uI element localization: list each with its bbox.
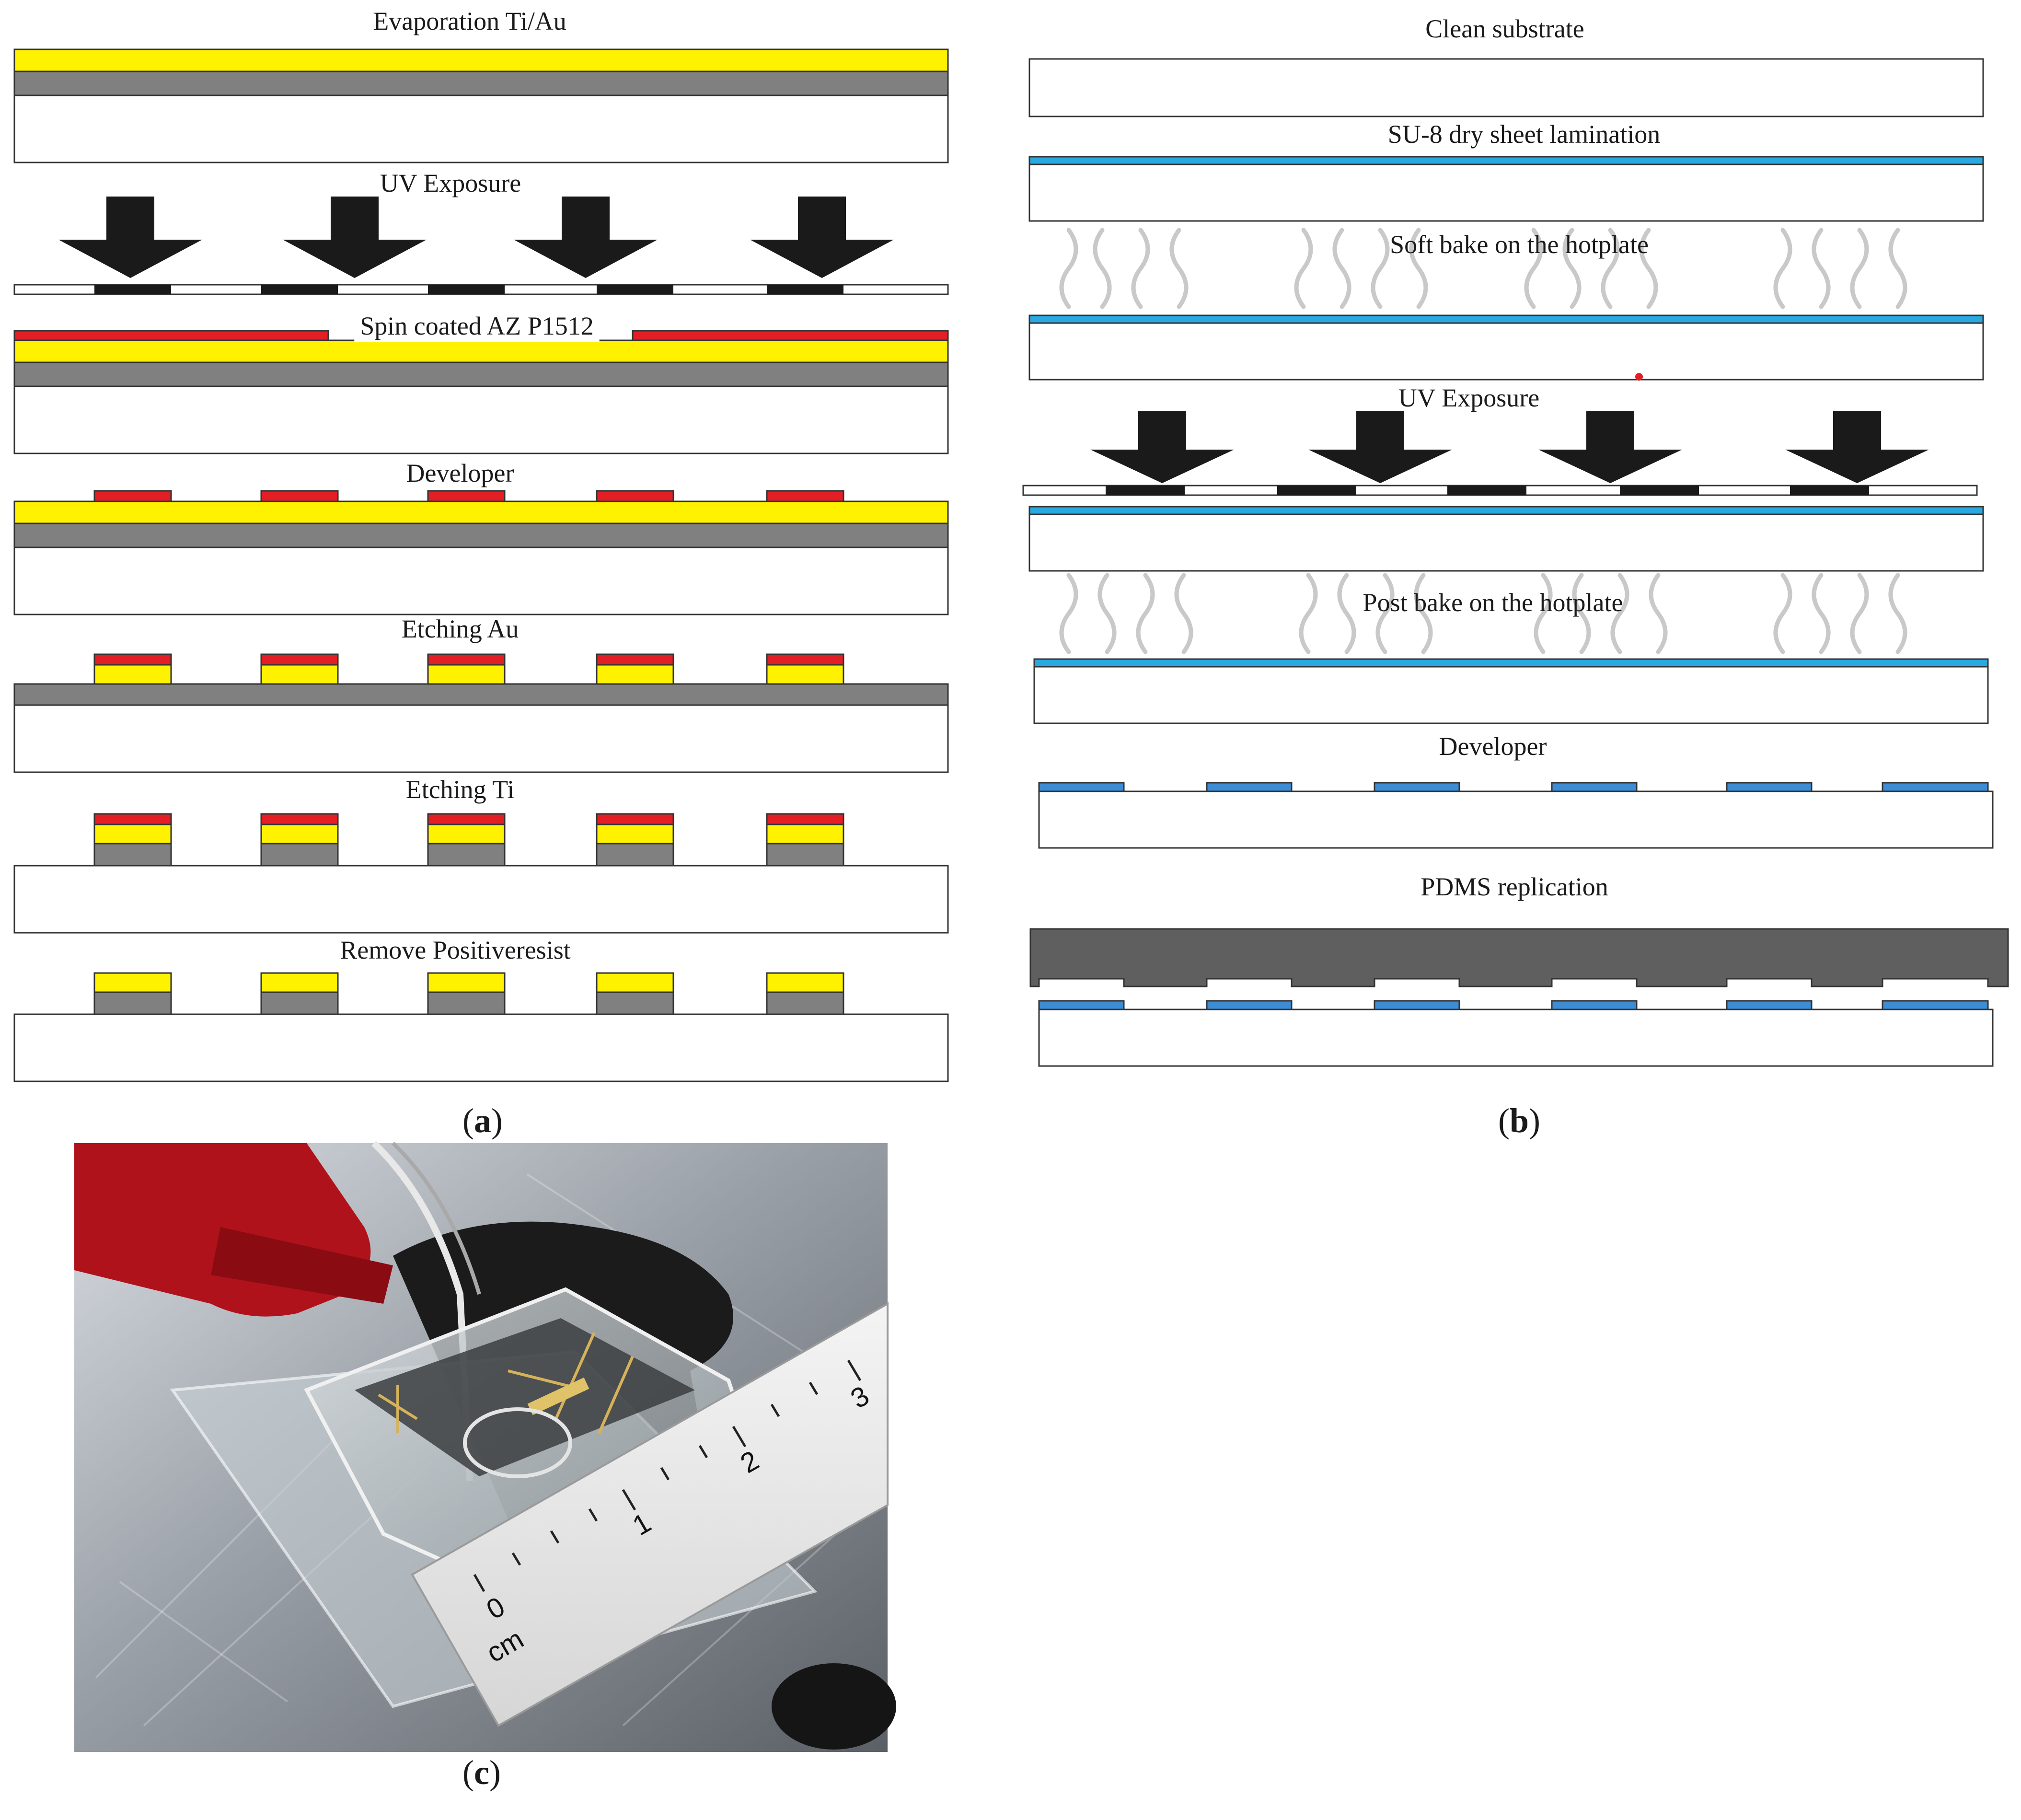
- panel-a-step-7-title: Remove Positiveresist: [340, 936, 570, 964]
- patterned-photoresist: [93, 490, 844, 502]
- mask-opaque-regions: [94, 285, 843, 294]
- panel-b-step-6: Developer: [1038, 732, 1994, 849]
- panel-b-step-4: UV Exposure: [1022, 383, 1984, 572]
- gold-pad: [527, 1377, 589, 1415]
- panel-b: Clean substrate SU-8 dry sheet laminatio…: [1022, 14, 2009, 1140]
- etched-electrode-stacks: [93, 813, 844, 867]
- substrate: [13, 385, 949, 454]
- substrate: [1038, 790, 1994, 849]
- substrate: [1028, 513, 1984, 572]
- gold-layer: [13, 48, 949, 72]
- substrate: [1028, 322, 1984, 381]
- titanium-layer: [13, 361, 949, 387]
- panel-a-step-6: Etching Ti: [13, 775, 949, 934]
- substrate: [1028, 58, 1984, 117]
- panel-b-step-1-title: Clean substrate: [1425, 14, 1584, 43]
- substrate: [1038, 1009, 1994, 1067]
- ruler-ticks: [473, 1359, 862, 1592]
- photoresist-layer: [13, 330, 329, 341]
- red-dot-marker: [1635, 373, 1643, 381]
- panel-a-step-3: Spin coated AZ P1512: [13, 310, 949, 454]
- panel-b-step-2: SU-8 dry sheet lamination: [1028, 120, 1984, 222]
- su8-sheet: [1028, 156, 1984, 165]
- uv-arrow-icon: [1538, 411, 1682, 483]
- uv-arrow-icon: [1090, 411, 1234, 483]
- uv-arrows: [58, 197, 894, 278]
- panel-b-step-1: Clean substrate: [1028, 14, 1984, 117]
- gold-layer: [13, 339, 949, 363]
- panel-b-step-5: Post bake on the hotplate: [1033, 573, 1989, 724]
- titanium-layer: [13, 522, 949, 548]
- ruler-body: [411, 1302, 889, 1727]
- su8-sheet: [1028, 314, 1984, 324]
- panel-a-step-1: Evaporation Ti/Au: [13, 7, 949, 163]
- panel-b-step-7-title: PDMS replication: [1420, 872, 1608, 901]
- panel-a-step-6-title: Etching Ti: [406, 775, 515, 804]
- red-clip-jaw: [211, 1227, 393, 1304]
- master-su8-features: [1038, 1000, 1989, 1010]
- titanium-layer: [13, 683, 949, 706]
- substrate: [1028, 163, 1984, 222]
- titanium-layer: [13, 70, 949, 96]
- uv-arrow-icon: [514, 197, 658, 278]
- panel-a-step-3-title: Spin coated AZ P1512: [360, 312, 593, 340]
- device-photo: 0 1 2 3 cm: [74, 1140, 896, 1752]
- panel-a-step-2: UV Exposure: [13, 169, 949, 295]
- panel-b-step-3-title: Soft bake on the hotplate: [1390, 230, 1649, 259]
- uv-arrow-icon: [750, 197, 894, 278]
- panel-a-caption: (a): [462, 1101, 503, 1140]
- panel-a: Evaporation Ti/Au UV Exposure: [13, 7, 949, 1140]
- panel-b-step-5-title: Post bake on the hotplate: [1363, 588, 1623, 617]
- panel-b-step-6-title: Developer: [1439, 732, 1547, 761]
- substrate: [1033, 666, 1989, 724]
- well: [463, 1407, 572, 1478]
- panel-a-step-4-title: Developer: [406, 459, 514, 487]
- panel-a-step-1-title: Evaporation Ti/Au: [373, 7, 566, 35]
- steam-decoration: [1059, 573, 1907, 654]
- panel-c-caption: (c): [462, 1753, 501, 1792]
- substrate: [13, 1013, 949, 1082]
- pdms-mold: [1029, 928, 2009, 987]
- etched-gold-pads: [93, 653, 844, 685]
- panel-a-step-4: Developer: [13, 459, 949, 615]
- panel-b-step-7: PDMS replication: [1029, 872, 2009, 1067]
- holder-knob: [772, 1663, 896, 1750]
- developed-su8-features: [1038, 782, 1989, 792]
- panel-a-step-5: Etching Au: [13, 614, 949, 773]
- panel-b-step-4-title: UV Exposure: [1398, 383, 1539, 412]
- panel-b-step-3: Soft bake on the hotplate: [1028, 228, 1984, 381]
- uv-arrow-icon: [1308, 411, 1452, 483]
- final-electrodes: [93, 972, 844, 1015]
- panel-c: 0 1 2 3 cm (c): [74, 1140, 896, 1792]
- wire: [392, 1142, 481, 1295]
- mask-opaque-regions: [1106, 486, 1869, 495]
- panel-b-step-2-title: SU-8 dry sheet lamination: [1388, 120, 1660, 149]
- panel-b-caption: (b): [1498, 1101, 1540, 1140]
- gold-layer: [13, 500, 949, 524]
- wire: [371, 1140, 473, 1482]
- uv-arrow-icon: [1785, 411, 1929, 483]
- uv-arrow-icon: [58, 197, 202, 278]
- title-backdrop: [354, 310, 600, 342]
- electrode-area: [355, 1318, 695, 1476]
- ruler: 0 1 2 3 cm: [411, 1302, 889, 1727]
- uv-arrow-icon: [283, 197, 427, 278]
- substrate: [13, 865, 949, 934]
- panel-a-step-7: Remove Positiveresist: [13, 936, 949, 1082]
- panel-a-step-2-title: UV Exposure: [380, 169, 521, 197]
- uv-arrows: [1090, 411, 1929, 483]
- su8-sheet: [1028, 506, 1984, 515]
- substrate: [13, 94, 949, 163]
- substrate: [13, 704, 949, 773]
- photoresist-layer: [632, 330, 949, 341]
- su8-sheet: [1033, 658, 1989, 668]
- panel-a-step-5-title: Etching Au: [402, 614, 519, 643]
- steam-decoration: [1059, 228, 1907, 309]
- substrate: [13, 546, 949, 615]
